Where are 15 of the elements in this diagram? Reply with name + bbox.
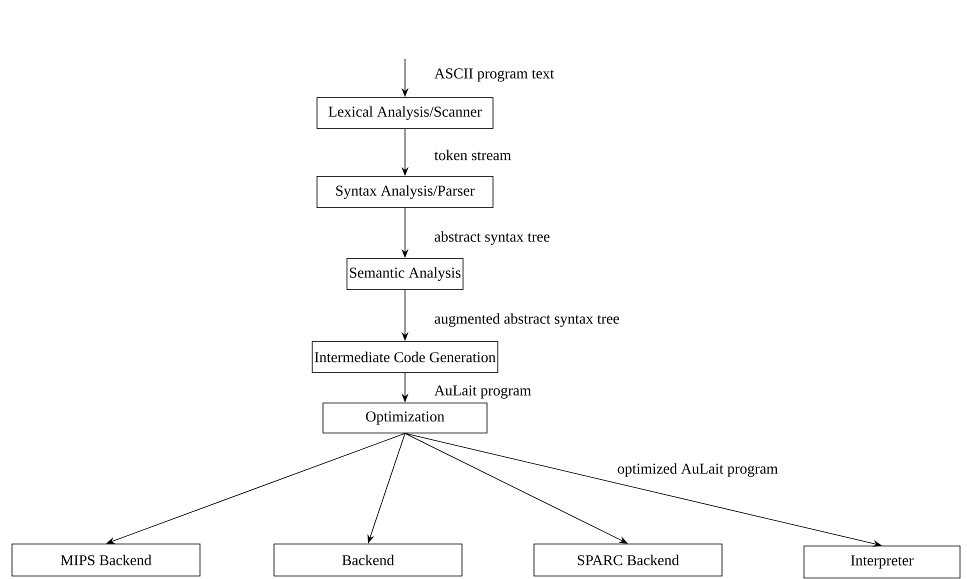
process-box: MIPS Backend: [12, 544, 200, 576]
process-box: Syntax Analysis/Parser: [316, 176, 494, 208]
process-box: Semantic Analysis: [346, 258, 464, 290]
edge-label: AuLait program: [434, 385, 532, 399]
edge-label: augmented abstract syntax tree: [434, 313, 620, 327]
process-box: Backend: [274, 544, 462, 576]
edge-label: optimized AuLait program: [615, 461, 780, 479]
process-box: Lexical Analysis/Scanner: [316, 97, 494, 129]
edge-label: ASCII program text: [434, 68, 554, 82]
process-box: Intermediate Code Generation: [312, 341, 498, 373]
edge-label: abstract syntax tree: [434, 231, 550, 245]
process-box: Optimization: [322, 402, 488, 434]
process-box: SPARC Backend: [534, 544, 722, 576]
process-box: Interpreter: [804, 546, 960, 578]
edge-label: token stream: [434, 150, 512, 160]
